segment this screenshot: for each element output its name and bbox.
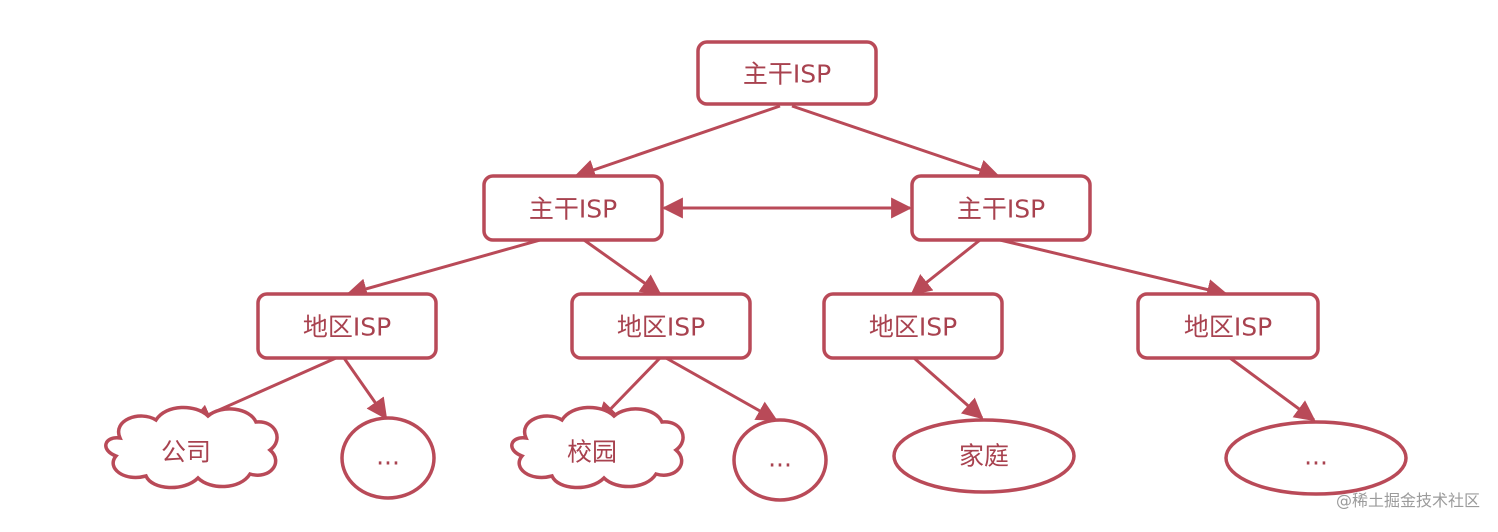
home-ellipse [892,418,1076,494]
company-label: 公司 [161,438,211,467]
campus-label: 校园 [567,438,617,467]
more-3-ellipse [1224,420,1408,496]
backbone-left-label: 主干ISP [529,195,617,224]
edge-top-to-left [574,104,781,180]
regional-4-label: 地区ISP [1184,313,1272,342]
more-1-label: ... [376,442,400,471]
company-cloud [104,405,279,490]
more-2-label: ... [768,444,792,473]
backbone-top-label: 主干ISP [743,60,831,89]
more-3-label: ... [1304,442,1328,471]
regional-2-label: 地区ISP [617,313,705,342]
edge-regional-3-to-home [913,356,984,420]
backbone-right-label: 主干ISP [957,195,1045,224]
edge-left-to-regional-2 [583,238,662,296]
regional-4-box [1136,292,1320,360]
campus-cloud [510,405,685,490]
edge-regional-4-to-more-3 [1229,356,1316,422]
more-1-ellipse [340,416,436,500]
regional-3-box [822,292,1004,360]
edge-top-to-right [791,104,1000,180]
edge-right-to-regional-3 [910,238,981,296]
regional-1-box [256,292,438,360]
backbone-right-box [910,174,1092,242]
edge-right-to-regional-4 [999,238,1229,300]
edge-regional-2-to-more-2 [665,356,778,422]
home-label: 家庭 [959,442,1009,471]
edge-left-to-regional-1 [345,238,541,299]
watermark: @稀土掘金技术社区 [1336,491,1480,510]
backbone-top-box [696,40,878,106]
backbone-left-box [482,174,664,242]
edge-regional-1-to-more-1 [342,357,388,420]
regional-1-label: 地区ISP [303,313,391,342]
regional-3-label: 地区ISP [869,313,957,342]
more-2-ellipse [732,418,828,502]
regional-2-box [570,292,752,360]
